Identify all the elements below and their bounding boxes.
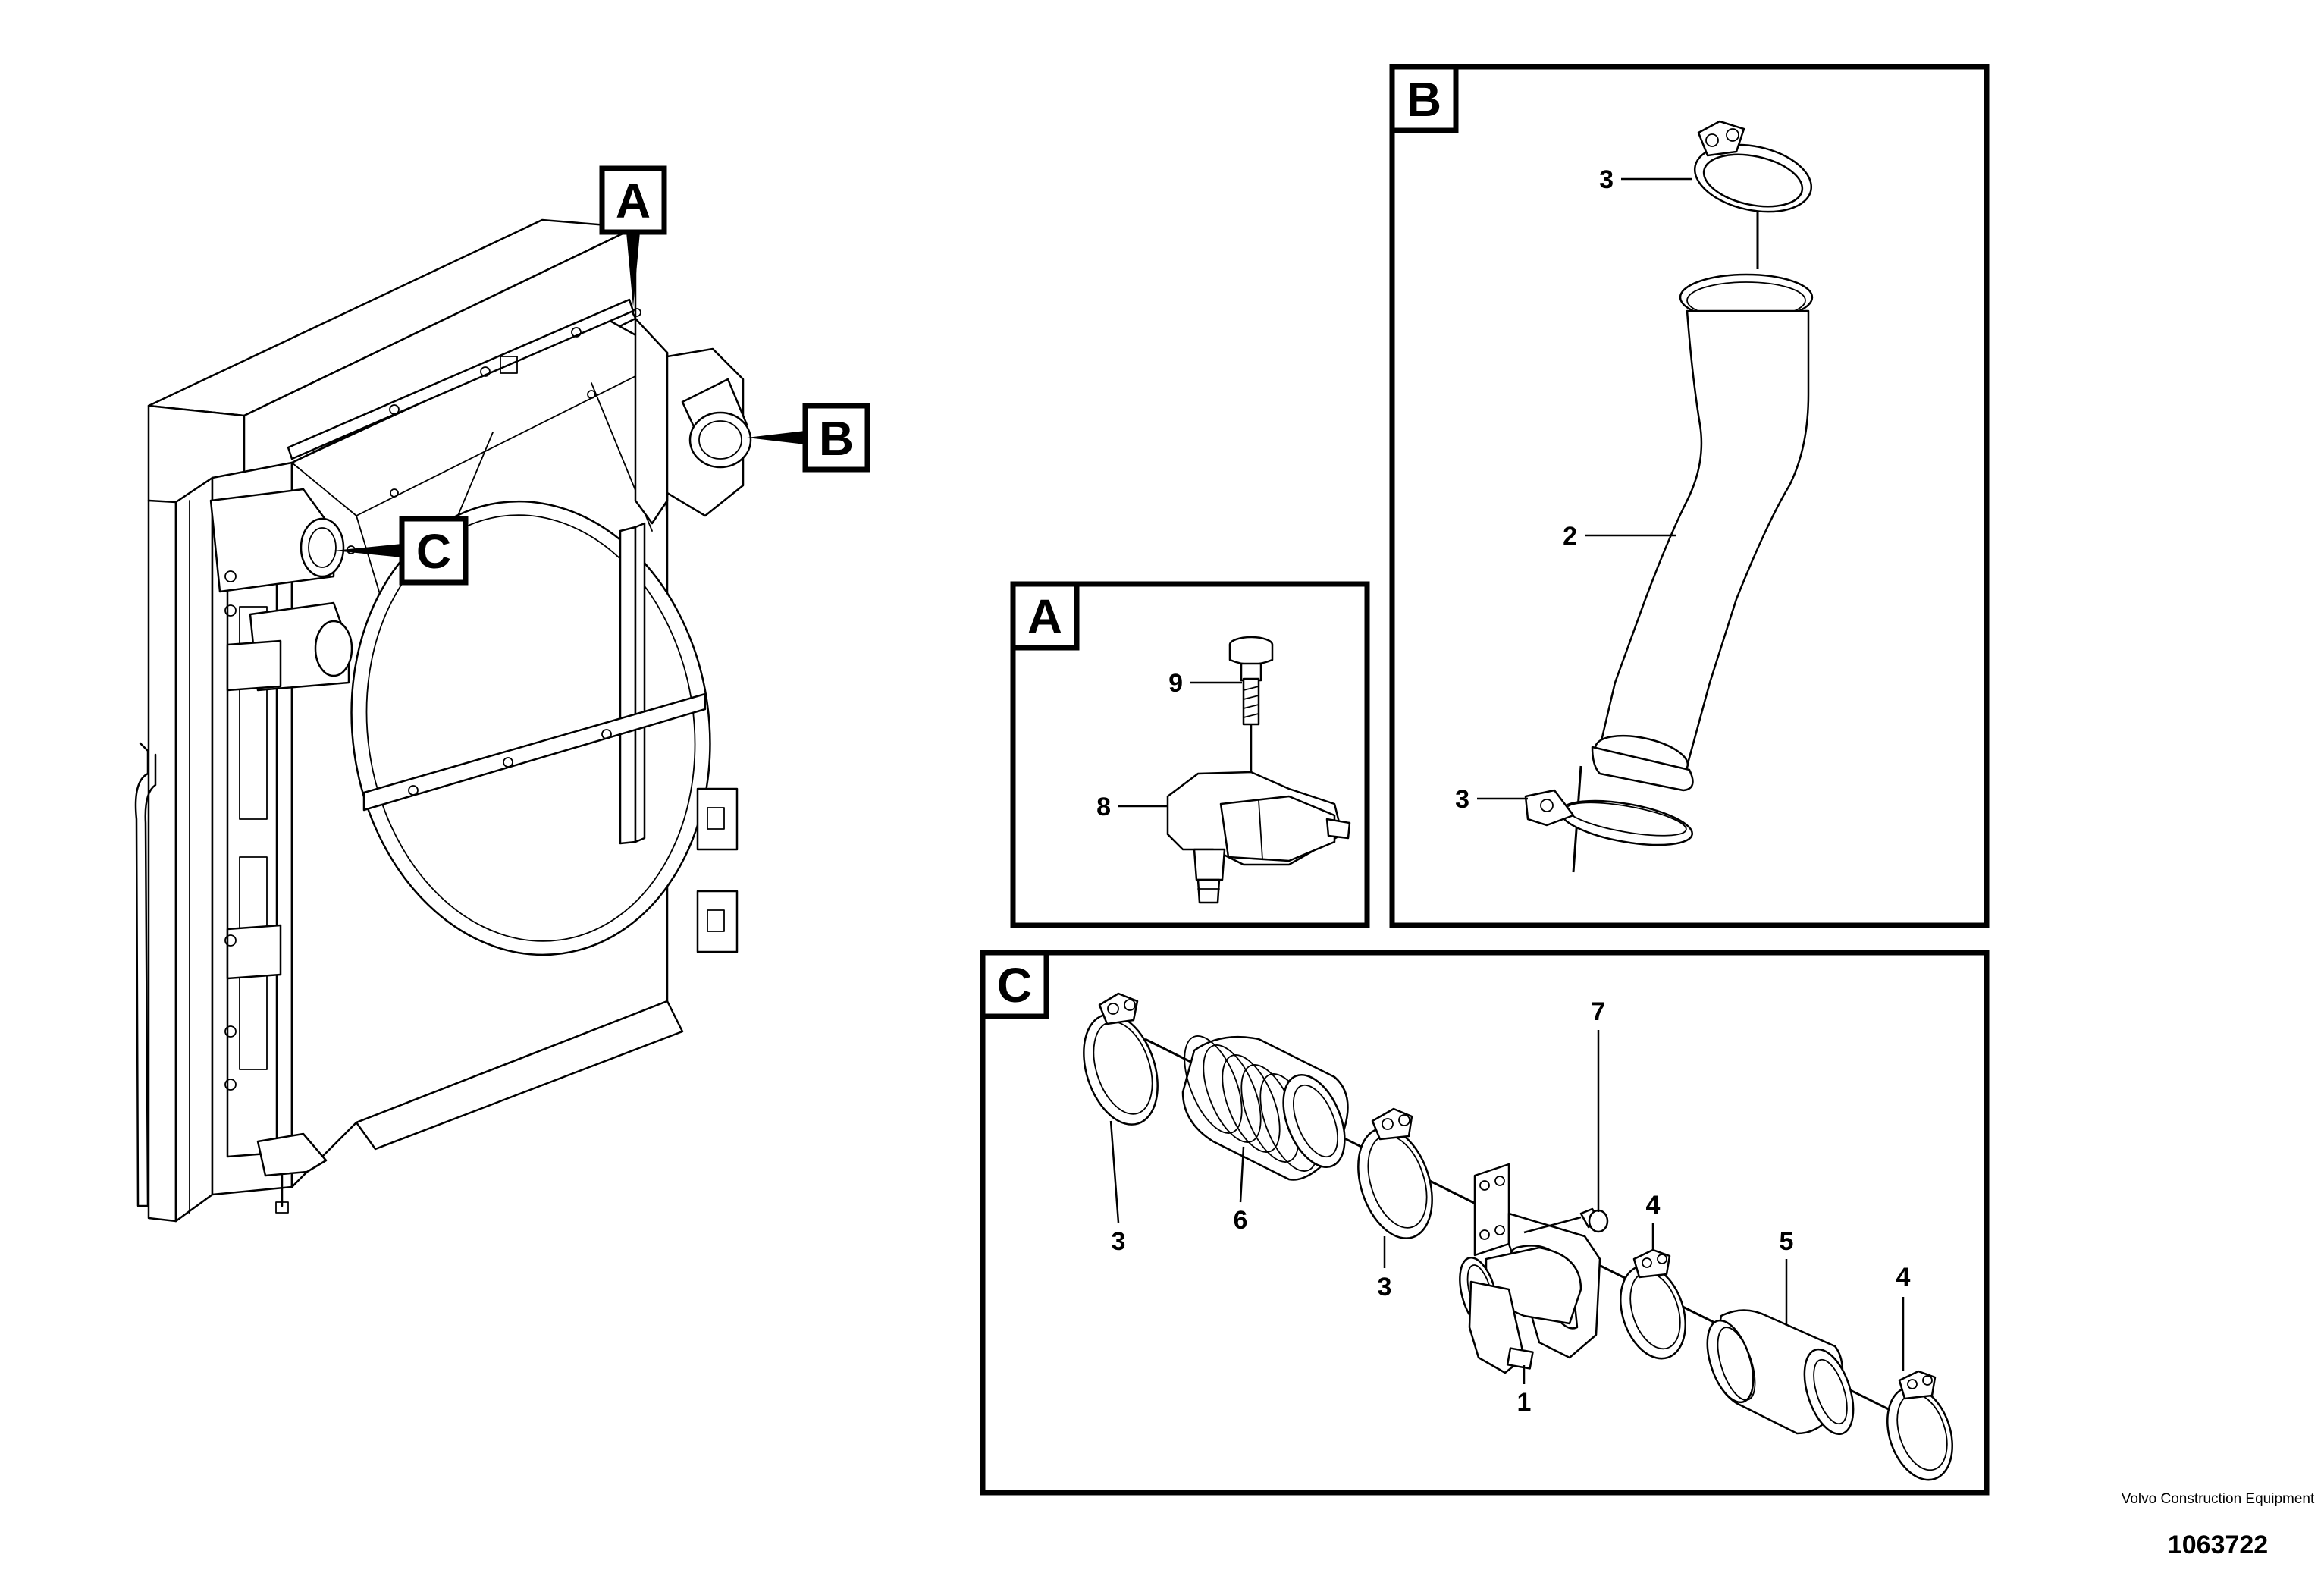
svg-text:3: 3 [1378, 1273, 1392, 1301]
svg-text:3: 3 [1455, 785, 1469, 814]
svg-text:B: B [819, 411, 854, 466]
detail-view-a: A 9 8 [1010, 581, 1370, 928]
bolt-part-7 [1579, 1207, 1609, 1233]
svg-text:1: 1 [1517, 1388, 1532, 1417]
overview-callout-a: A [599, 165, 667, 307]
hose-clamp-part-4-middle [1620, 1248, 1686, 1360]
exploded-parts-drawing: A B C A [134, 64, 1990, 1496]
connector-tube-part-5 [1706, 1309, 1855, 1436]
svg-text:2: 2 [1563, 522, 1577, 551]
svg-text:7: 7 [1592, 997, 1606, 1026]
detail-view-c: C [980, 950, 1990, 1496]
hose-clamp-part-3-bottom [1524, 789, 1694, 846]
cooler-assembly-overview [134, 218, 752, 1223]
svg-text:5: 5 [1780, 1227, 1794, 1256]
svg-text:C: C [416, 524, 451, 579]
hose-clamp-part-4-right [1886, 1370, 1953, 1481]
svg-text:6: 6 [1234, 1206, 1248, 1235]
svg-text:B: B [1407, 72, 1441, 127]
corrugated-hose-part-6 [1181, 1035, 1349, 1181]
svg-text:3: 3 [1599, 165, 1614, 194]
elbow-bracket-part-1 [1459, 1163, 1601, 1374]
curved-hose-part-2 [1591, 273, 1814, 792]
hose-clamp-part-3-left [1083, 992, 1159, 1126]
svg-text:4: 4 [1646, 1191, 1661, 1220]
pressure-sensor-part-8 [1166, 771, 1351, 904]
drawing-number: 1063722 [2167, 1531, 2269, 1559]
overview-callout-b: B [747, 403, 870, 473]
overview-callout-c: C [334, 516, 469, 586]
detail-view-b: B 3 2 3 [1389, 64, 1990, 928]
svg-text:3: 3 [1112, 1227, 1126, 1256]
svg-text:C: C [997, 958, 1032, 1013]
svg-text:A: A [616, 174, 651, 228]
svg-text:8: 8 [1096, 793, 1111, 821]
hose-clamp-part-3-top [1693, 120, 1813, 213]
svg-text:9: 9 [1168, 669, 1183, 698]
company-credit: Volvo Construction Equipment [2121, 1491, 2315, 1507]
svg-text:4: 4 [1896, 1263, 1911, 1292]
hose-clamp-part-3-middle [1357, 1107, 1433, 1239]
bolt-part-9 [1228, 636, 1274, 726]
svg-text:A: A [1027, 589, 1062, 644]
